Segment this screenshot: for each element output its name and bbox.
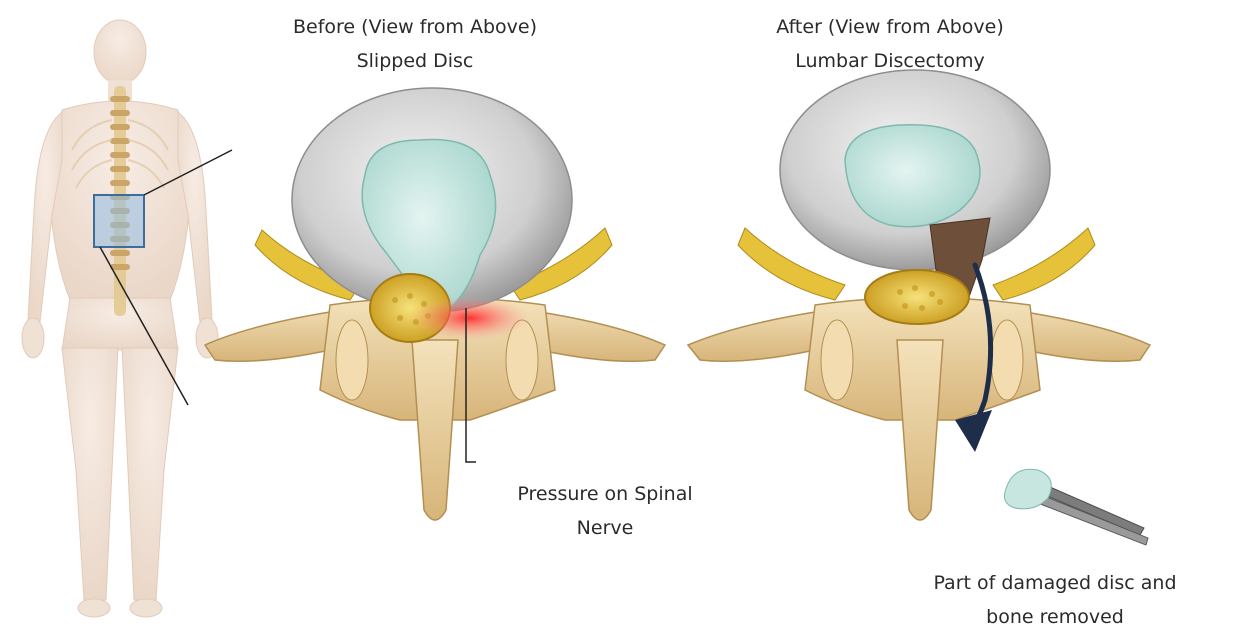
before-title-line1: Before (View from Above) (210, 10, 620, 44)
after-title-line2: Lumbar Discectomy (660, 44, 1120, 78)
lumbar-region-highlight-box (94, 195, 144, 247)
human-body-figure (22, 20, 232, 617)
vertebra-before-illustration (205, 88, 665, 520)
pressure-caption-line2: Nerve (455, 511, 755, 545)
removed-caption: Part of damaged disc and bone removed (880, 566, 1230, 634)
nerve-pressure-highlight (410, 296, 530, 340)
vertebra-after-illustration (688, 70, 1150, 545)
forceps-with-fragment-icon (1004, 469, 1148, 545)
removed-caption-line1: Part of damaged disc and (880, 566, 1230, 600)
pressure-caption-line1: Pressure on Spinal (455, 477, 755, 511)
before-title-line2: Slipped Disc (210, 44, 620, 78)
pressure-caption: Pressure on Spinal Nerve (455, 477, 755, 545)
removed-caption-line2: bone removed (880, 600, 1230, 634)
after-title: After (View from Above) Lumbar Discectom… (660, 10, 1120, 78)
before-title: Before (View from Above) Slipped Disc (210, 10, 620, 78)
after-title-line1: After (View from Above) (660, 10, 1120, 44)
